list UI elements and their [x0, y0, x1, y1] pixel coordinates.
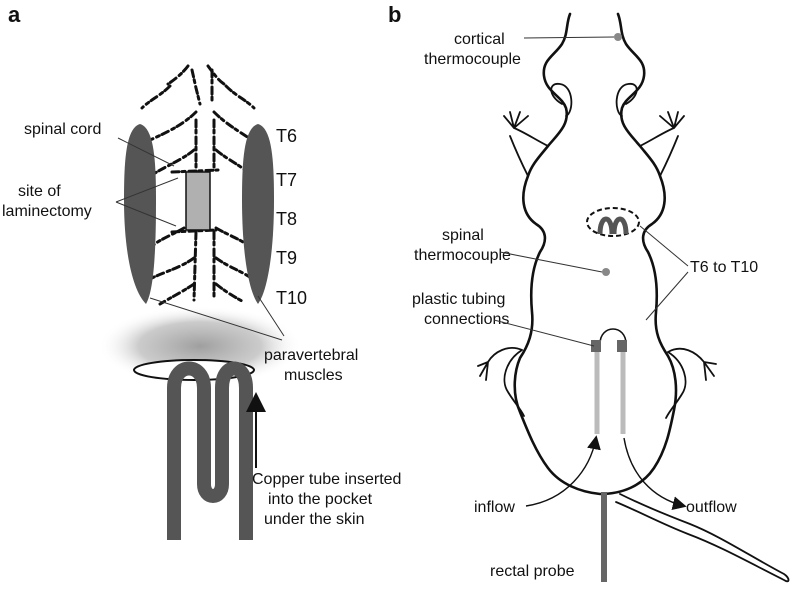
- label-cortical-line1: cortical: [454, 31, 505, 48]
- label-paravertebral-line1: paravertebral: [264, 347, 358, 364]
- forelimb-right: [639, 111, 685, 177]
- tubing-connector-left: [591, 340, 601, 352]
- vertebra-label-t10: T10: [276, 288, 307, 308]
- label-outflow: outflow: [686, 499, 737, 516]
- tubing-connector-right: [617, 340, 627, 352]
- vertebra-label-t6: T6: [276, 126, 297, 146]
- vertebra-label-t7: T7: [276, 170, 297, 190]
- label-tubing-line2: connections: [424, 311, 509, 328]
- hindlimb-left: [477, 347, 525, 417]
- rat-tail: [615, 493, 790, 583]
- label-copper-tube-line1: Copper tube inserted: [252, 471, 401, 488]
- copper-tube: [167, 361, 253, 540]
- panel-b: b cortical thermocouple spinal: [388, 2, 790, 583]
- cortical-thermocouple-dot: [614, 33, 622, 41]
- forelimb-left: [503, 111, 549, 177]
- label-paravertebral-line2: muscles: [284, 367, 343, 384]
- label-tubing-line1: plastic tubing: [412, 291, 505, 308]
- label-site-of-laminectomy-line1: site of: [18, 183, 61, 200]
- panel-a-letter: a: [8, 2, 21, 27]
- label-rectal-probe: rectal probe: [490, 563, 575, 580]
- label-spinal-thermocouple-line1: spinal: [442, 227, 484, 244]
- label-inflow: inflow: [474, 499, 515, 516]
- hindlimb-right: [665, 347, 717, 419]
- spinal-thermocouple-dot: [602, 268, 610, 276]
- label-spinal-thermocouple-line2: thermocouple: [414, 247, 511, 264]
- spinal-tube-loop: [597, 216, 629, 235]
- tubing-loop-top: [599, 328, 627, 345]
- laminectomy-site: [185, 171, 211, 231]
- vertebra-label-t9: T9: [276, 248, 297, 268]
- label-spinal-cord: spinal cord: [24, 121, 101, 138]
- label-copper-tube-line3: under the skin: [264, 511, 365, 528]
- vertebra-label-t8: T8: [276, 209, 297, 229]
- inflow-arrow: [525, 435, 601, 507]
- panel-b-letter: b: [388, 2, 401, 27]
- ear-right: [615, 83, 638, 117]
- label-copper-tube-line2: into the pocket: [268, 491, 373, 508]
- panel-a: a: [2, 2, 401, 540]
- paravertebral-muscle-right: [242, 124, 274, 304]
- label-site-of-laminectomy-line2: laminectomy: [2, 203, 92, 220]
- paravertebral-muscle-left: [124, 124, 156, 304]
- label-cortical-line2: thermocouple: [424, 51, 521, 68]
- label-t6-to-t10: T6 to T10: [690, 259, 758, 276]
- outflow-arrow: [623, 437, 687, 511]
- ear-left: [550, 83, 573, 117]
